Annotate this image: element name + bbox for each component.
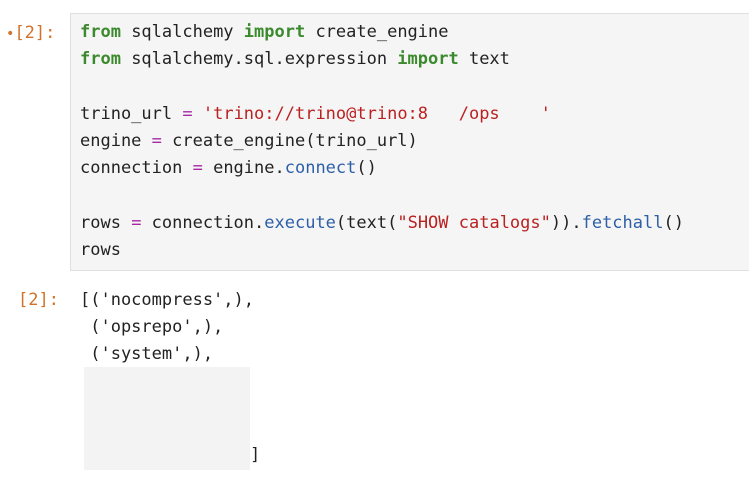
output-line: ('system',), [80, 344, 214, 364]
input-prompt-label: [2]: [14, 23, 56, 43]
string-literal: "SHOW catalogs" [397, 213, 551, 234]
output-content: [('nocompress',), ('opsrepo',), ('system… [80, 287, 254, 368]
variable: engine [80, 131, 152, 152]
keyword-import: import [397, 49, 459, 70]
code-line-2: from sqlalchemy.sql.expression import te… [80, 49, 510, 69]
call-parens: () [356, 158, 377, 179]
operator: = [192, 158, 203, 179]
import-name: text [458, 49, 510, 70]
variable: connection [80, 158, 193, 179]
method-name: fetchall [581, 213, 664, 234]
code-line-6: connection = engine.connect() [80, 158, 377, 178]
output-line: [('nocompress',), [80, 290, 254, 310]
module-name: sqlalchemy [120, 22, 244, 42]
expression: create_engine(trino_url) [161, 131, 418, 152]
call-open: (text( [335, 213, 398, 234]
keyword-from: from [80, 22, 121, 42]
module-name: sqlalchemy.sql.expression [120, 49, 398, 70]
code-line-1: from sqlalchemy import create_engine [80, 22, 449, 42]
code-line-4: trino_url = 'trino://trino@trino:8 /ops … [80, 104, 551, 124]
object: connection. [141, 213, 265, 234]
redacted-block [84, 367, 250, 470]
call-close: )). [550, 213, 582, 234]
code-line-5: engine = create_engine(trino_url) [80, 131, 418, 151]
variable: trino_url [80, 103, 183, 124]
method-name: execute [264, 213, 336, 234]
operator: = [151, 131, 162, 152]
output-closing-bracket: ] [250, 445, 261, 465]
code-line-9: rows [80, 240, 121, 261]
object: engine. [202, 158, 285, 179]
keyword-import: import [243, 22, 306, 42]
modified-indicator: • [6, 26, 15, 42]
input-prompt: •[2]: [6, 20, 68, 48]
output-prompt: [2]: [18, 290, 59, 310]
call-parens: () [663, 213, 684, 234]
method-name: connect [284, 158, 357, 179]
keyword-from: from [80, 49, 121, 70]
code-content[interactable]: from sqlalchemy import create_engine fro… [80, 19, 684, 265]
space [193, 104, 203, 124]
string-literal: 'trino://trino@trino:8 /ops ' [202, 103, 551, 124]
variable: rows [80, 213, 132, 234]
output-line: ('opsrepo',), [80, 317, 224, 337]
code-editor[interactable] [70, 13, 749, 271]
import-name: create_engine [305, 22, 449, 42]
operator: = [182, 103, 193, 124]
code-line-8: rows = connection.execute(text("SHOW cat… [80, 213, 684, 233]
operator: = [131, 213, 142, 234]
